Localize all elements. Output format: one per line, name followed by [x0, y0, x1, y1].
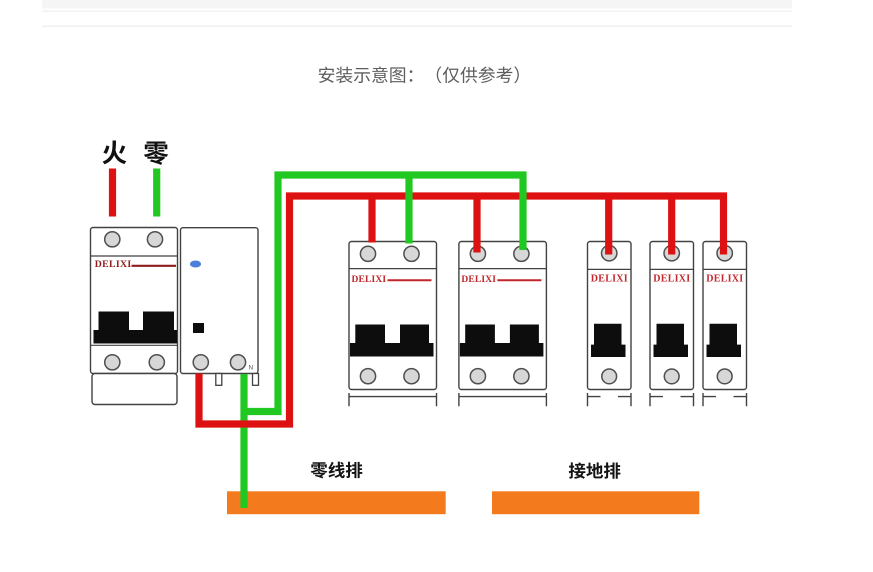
svg-text:DELIXI: DELIXI [706, 274, 743, 285]
svg-text:DELIXI: DELIXI [653, 274, 690, 285]
svg-text:DELIXI: DELIXI [461, 275, 496, 285]
svg-text:DELIXI: DELIXI [591, 274, 628, 285]
svg-text:DELIXI: DELIXI [95, 259, 132, 270]
svg-text:DELIXI: DELIXI [352, 275, 387, 285]
svg-text:N: N [249, 365, 254, 372]
